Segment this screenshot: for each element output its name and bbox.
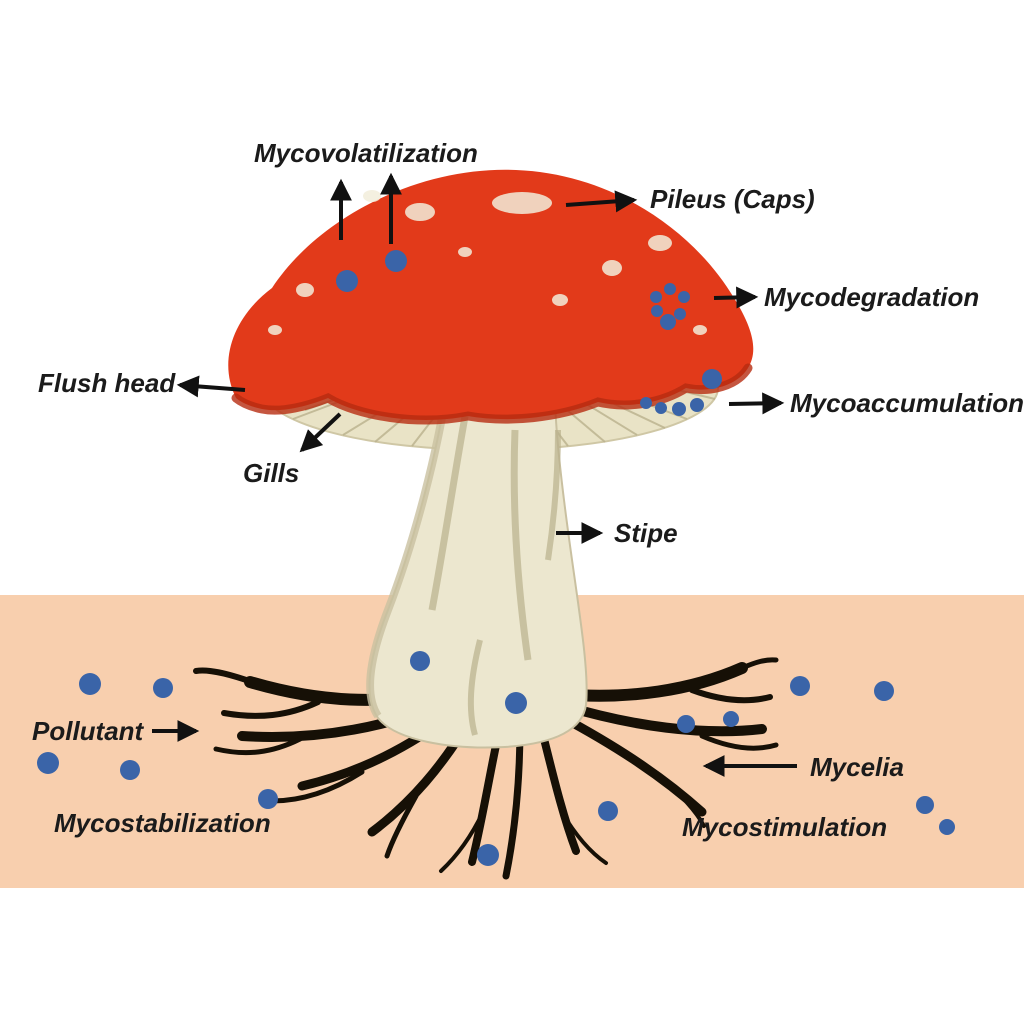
pollutant-dot bbox=[678, 291, 690, 303]
pollutant-dot bbox=[505, 692, 527, 714]
pollutant-dot bbox=[410, 651, 430, 671]
pollutant-dot bbox=[598, 801, 618, 821]
label-mycostimulation: Mycostimulation bbox=[682, 812, 888, 842]
label-pileus: Pileus (Caps) bbox=[650, 184, 815, 214]
pollutant-dot bbox=[385, 250, 407, 272]
arrow-mycodegradation bbox=[713, 286, 759, 309]
pollutant-dot bbox=[874, 681, 894, 701]
label-pollutant: Pollutant bbox=[32, 716, 144, 746]
label-mycelia: Mycelia bbox=[810, 752, 904, 782]
arrow-mycoaccumulation bbox=[728, 392, 785, 415]
pollutant-dot bbox=[790, 676, 810, 696]
label-flush-head: Flush head bbox=[38, 368, 176, 398]
pollutant-dot bbox=[660, 314, 676, 330]
pollutant-dot bbox=[702, 369, 722, 389]
pollutant-dot bbox=[153, 678, 173, 698]
arrow-pileus bbox=[565, 190, 638, 213]
annotation-arrows bbox=[152, 172, 797, 777]
pollutant-dot bbox=[640, 397, 652, 409]
label-mycovolatilization: Mycovolatilization bbox=[254, 138, 478, 168]
pollutant-dot bbox=[37, 752, 59, 774]
pollutant-dot bbox=[939, 819, 955, 835]
pollutant-dot bbox=[477, 844, 499, 866]
cap-spots bbox=[268, 190, 707, 335]
pollutant-dots bbox=[37, 250, 955, 866]
pollutant-dot bbox=[664, 283, 676, 295]
label-stipe: Stipe bbox=[614, 518, 678, 548]
pollutant-dot bbox=[677, 715, 695, 733]
pollutant-dot bbox=[79, 673, 101, 695]
mushroom-cap bbox=[228, 169, 754, 425]
pollutant-dot bbox=[916, 796, 934, 814]
label-mycostabilization: Mycostabilization bbox=[54, 808, 271, 838]
label-mycodegradation: Mycodegradation bbox=[764, 282, 980, 312]
label-mycoaccumulation: Mycoaccumulation bbox=[790, 388, 1024, 418]
label-gills: Gills bbox=[243, 458, 300, 488]
pollutant-dot bbox=[655, 402, 667, 414]
pollutant-dot bbox=[336, 270, 358, 292]
arrow-flush-head bbox=[176, 375, 246, 398]
pollutant-dot bbox=[258, 789, 278, 809]
pollutant-dot bbox=[674, 308, 686, 320]
arrow-gills bbox=[299, 412, 342, 453]
pollutant-dot bbox=[650, 291, 662, 303]
pollutant-dot bbox=[120, 760, 140, 780]
pollutant-dot bbox=[651, 305, 663, 317]
pollutant-dot bbox=[690, 398, 704, 412]
pollutant-dot bbox=[723, 711, 739, 727]
pollutant-dot bbox=[672, 402, 686, 416]
